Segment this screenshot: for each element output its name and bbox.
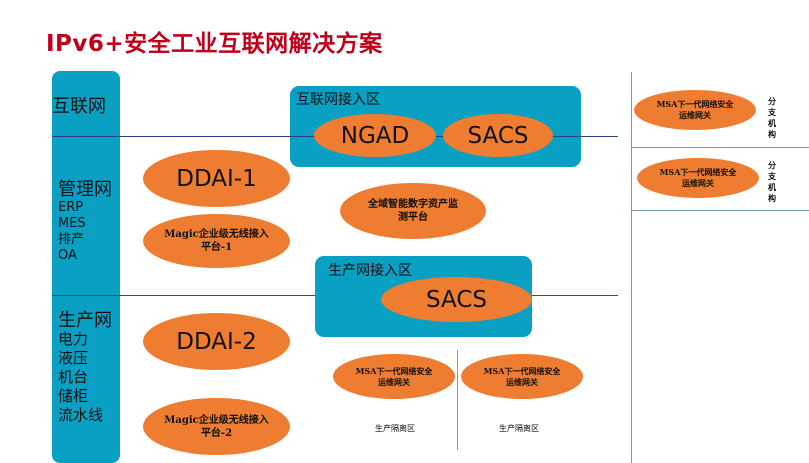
ddai-1-node[interactable]: DDAI-1 — [143, 150, 290, 207]
isolation-label: 生产隔离区 — [499, 424, 539, 433]
magic-platform-2-label: Magic企业级无线接入平台-2 — [164, 414, 269, 439]
isolation-divider — [457, 350, 458, 450]
zone-management-items: ERP MES 排产 OA — [58, 200, 86, 264]
branch-label: 分支机构 — [768, 160, 776, 203]
msa-gateway-label: MSA下一代网络安全运维网关 — [483, 365, 561, 387]
msa-gateway-node[interactable]: MSA下一代网络安全运维网关 — [634, 90, 756, 130]
sacs-label: SACS — [467, 122, 529, 149]
list-item: ERP — [58, 200, 84, 215]
msa-gateway-node[interactable]: MSA下一代网络安全运维网关 — [333, 354, 455, 399]
magic-platform-1-label: Magic企业级无线接入平台-1 — [164, 229, 269, 253]
ddai-1-label: DDAI-1 — [176, 165, 257, 192]
msa-gateway-label: MSA下一代网络安全运维网关 — [656, 99, 734, 120]
list-item: 机台 — [58, 368, 89, 386]
list-item: 排产 — [58, 232, 85, 247]
list-item: MES — [58, 216, 86, 231]
zone-production-label: 生产网 — [58, 310, 112, 331]
msa-gateway-node[interactable]: MSA下一代网络安全运维网关 — [637, 158, 759, 198]
sacs-internet-node[interactable]: SACS — [443, 114, 553, 157]
magic-platform-1-node[interactable]: Magic企业级无线接入平台-1 — [143, 214, 290, 268]
isolation-label: 生产隔离区 — [375, 424, 415, 433]
ddai-2-node[interactable]: DDAI-2 — [143, 313, 290, 370]
magic-platform-2-node[interactable]: Magic企业级无线接入平台-2 — [143, 398, 290, 455]
production-access-label: 生产网接入区 — [328, 263, 412, 279]
internet-access-label: 互联网接入区 — [296, 92, 380, 108]
zone-internet-label: 互联网 — [52, 96, 106, 117]
ngad-label: NGAD — [340, 122, 410, 149]
ngad-node[interactable]: NGAD — [314, 114, 436, 157]
branch-divider — [631, 72, 632, 463]
monitor-platform-label: 全域智能数字资产监测平台 — [368, 199, 458, 223]
list-item: 液压 — [58, 349, 89, 367]
monitor-platform-node[interactable]: 全域智能数字资产监测平台 — [340, 183, 486, 239]
list-item: 储柜 — [58, 387, 89, 405]
msa-gateway-node[interactable]: MSA下一代网络安全运维网关 — [461, 354, 583, 399]
msa-gateway-label: MSA下一代网络安全运维网关 — [659, 167, 737, 188]
msa-gateway-label: MSA下一代网络安全运维网关 — [355, 365, 433, 387]
branch-label: 分支机构 — [768, 96, 776, 139]
zone-management-label: 管理网 — [58, 179, 112, 200]
page-title: IPv6+安全工业互联网解决方案 — [46, 31, 383, 57]
branch-row-divider — [631, 147, 809, 148]
sacs-label: SACS — [425, 286, 487, 313]
ddai-2-label: DDAI-2 — [176, 328, 257, 355]
branch-row-divider — [631, 210, 809, 211]
list-item: OA — [58, 248, 77, 263]
sacs-production-node[interactable]: SACS — [381, 277, 532, 322]
zone-production-items: 电力 液压 机台 储柜 流水线 — [58, 330, 103, 425]
list-item: 电力 — [58, 330, 89, 348]
list-item: 流水线 — [58, 406, 104, 424]
